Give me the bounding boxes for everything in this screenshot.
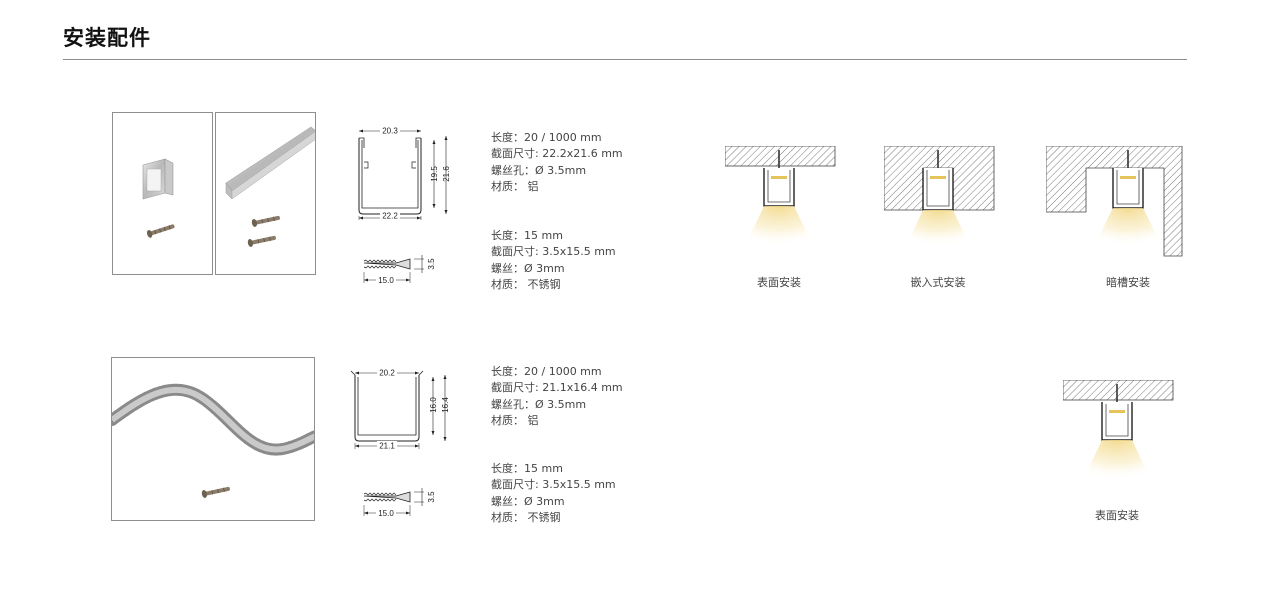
spec-material: 材质： 铝 xyxy=(491,179,539,193)
spec-section-size: 截面尺寸: 22.2x21.6 mm xyxy=(491,147,623,161)
product-photo-end-view xyxy=(112,112,213,275)
spec-length: 长度：15 mm xyxy=(491,229,563,242)
spec-screw: 螺丝：Ø 3mm xyxy=(491,494,565,508)
spec-material: 材质： 不锈钢 xyxy=(491,277,561,291)
spec-screw: 螺丝：Ø 3mm xyxy=(491,261,565,275)
dim-bottom-width: 21.1 xyxy=(379,442,395,451)
install-diagram-surface xyxy=(725,146,837,246)
product-photo-flexible-strip xyxy=(111,357,315,521)
title-divider xyxy=(63,59,1187,60)
profile-spec-list: 长度：20 / 1000 mm 截面尺寸: 21.1x16.4 mm 螺丝孔：Ø… xyxy=(491,364,623,429)
spec-material: 材质： 不锈钢 xyxy=(491,510,561,524)
spec-section-size: 截面尺寸: 21.1x16.4 mm xyxy=(491,381,623,395)
dim-top-width: 20.2 xyxy=(379,369,395,378)
spec-length: 长度：15 mm xyxy=(491,462,563,475)
product-photo-profile-view xyxy=(215,112,316,275)
spec-section-size: 截面尺寸: 3.5x15.5 mm xyxy=(491,245,616,259)
install-diagram-surface xyxy=(1063,380,1175,480)
install-label-cove: 暗槽安装 xyxy=(1106,276,1150,289)
profile-dimension-drawing: 20.2 21.1 16.0 16.4 xyxy=(345,365,460,455)
dim-screw-diameter: 3.5 xyxy=(427,258,436,270)
screw-spec-list: 长度：15 mm 截面尺寸: 3.5x15.5 mm 螺丝：Ø 3mm 材质： … xyxy=(491,228,616,293)
profile-spec-list: 长度：20 / 1000 mm 截面尺寸: 22.2x21.6 mm 螺丝孔：Ø… xyxy=(491,130,623,195)
screw-spec-list: 长度：15 mm 截面尺寸: 3.5x15.5 mm 螺丝：Ø 3mm 材质： … xyxy=(491,461,616,526)
dim-bottom-width: 22.2 xyxy=(382,212,398,221)
spec-material: 材质： 铝 xyxy=(491,413,539,427)
dim-screw-diameter: 3.5 xyxy=(427,491,436,503)
spec-screw-hole: 螺丝孔：Ø 3.5mm xyxy=(491,397,587,411)
page-title: 安装配件 xyxy=(63,26,151,50)
spec-length: 长度：20 / 1000 mm xyxy=(491,365,602,378)
spec-length: 长度：20 / 1000 mm xyxy=(491,131,602,144)
profile-dimension-drawing: 20.3 22.2 19.5 21.6 xyxy=(350,122,460,222)
spec-section-size: 截面尺寸: 3.5x15.5 mm xyxy=(491,478,616,492)
dim-inner-height: 16.0 xyxy=(429,397,438,413)
dim-screw-length: 15.0 xyxy=(378,509,394,518)
dim-top-width: 20.3 xyxy=(382,127,398,136)
dim-outer-height: 16.4 xyxy=(441,397,450,413)
screw-dimension-drawing: 15.0 3.5 xyxy=(358,483,448,523)
spec-screw-hole: 螺丝孔：Ø 3.5mm xyxy=(491,163,587,177)
dim-outer-height: 21.6 xyxy=(442,166,451,182)
dim-inner-height: 19.5 xyxy=(430,166,439,182)
install-diagram-recessed xyxy=(884,146,996,246)
install-diagram-cove xyxy=(1046,146,1186,258)
install-label-surface: 表面安装 xyxy=(1095,509,1139,522)
dim-screw-length: 15.0 xyxy=(378,276,394,285)
screw-dimension-drawing: 15.0 3.5 xyxy=(358,250,448,290)
install-label-surface: 表面安装 xyxy=(757,276,801,289)
install-label-recessed: 嵌入式安装 xyxy=(910,276,966,289)
